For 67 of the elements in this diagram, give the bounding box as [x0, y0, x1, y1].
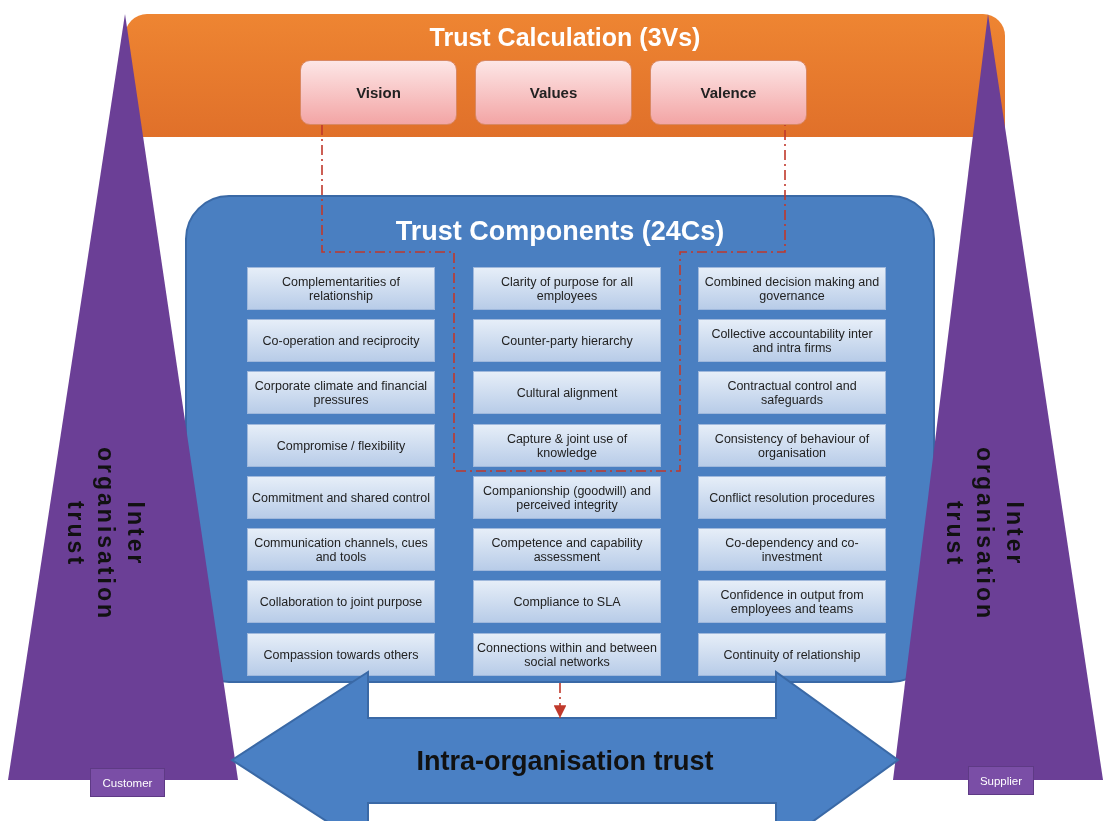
label: Counter-party hierarchy	[500, 332, 634, 350]
component-box	[698, 319, 886, 362]
components-panel	[185, 195, 935, 683]
party-tag	[90, 768, 165, 797]
label: Co-dependency and co-investment	[724, 534, 860, 566]
label: Confidence in output from employees and teams	[719, 586, 865, 618]
label: Compliance to SLA	[512, 593, 622, 611]
component-box	[473, 528, 661, 571]
component-box	[698, 476, 886, 519]
label: Companionship (goodwill) and perceived integrity	[481, 482, 653, 514]
component-box	[247, 319, 435, 362]
component-box	[698, 267, 886, 310]
component-box	[698, 424, 886, 467]
label: Compassion towards others	[262, 646, 420, 664]
component-box	[473, 267, 661, 310]
component-box	[247, 371, 435, 414]
component-box	[698, 580, 886, 623]
label: Cultural alignment	[515, 384, 619, 402]
dashed-line	[321, 124, 786, 472]
component-box	[473, 319, 661, 362]
label: Valence	[699, 83, 758, 103]
vertical-label: Inter organisation trust	[62, 447, 150, 621]
component-box	[698, 633, 886, 676]
label: Combined decision making and governance	[703, 273, 881, 305]
label: Connections within and between social networks	[476, 639, 658, 671]
label: Communication channels, cues and tools	[253, 534, 429, 566]
label: Supplier	[978, 773, 1024, 789]
label: Capture & joint use of knowledge	[505, 430, 629, 462]
label: Corporate climate and financial pressures	[253, 377, 429, 409]
heading: Trust Components (24Cs)	[394, 214, 726, 248]
label: Conflict resolution procedures	[708, 489, 876, 507]
component-box	[473, 633, 661, 676]
component-box	[247, 633, 435, 676]
component-box	[473, 476, 661, 519]
label: Competence and capability assessment	[490, 534, 644, 566]
component-box	[473, 424, 661, 467]
calculation-band	[125, 14, 1005, 137]
label: Co-operation and reciprocity	[261, 332, 421, 350]
label: Values	[528, 83, 579, 103]
heading: Trust Calculation (3Vs)	[428, 22, 702, 52]
label: Clarity of purpose for all employees	[500, 273, 634, 305]
dashed-arrow	[553, 682, 567, 719]
label: Consistency of behaviour of organisation	[713, 430, 871, 462]
component-box	[473, 371, 661, 414]
label: Contractual control and safeguards	[726, 377, 858, 409]
component-box	[247, 528, 435, 571]
component-box	[473, 580, 661, 623]
label: Collective accountability inter and intra firms	[710, 325, 874, 357]
component-box	[698, 528, 886, 571]
value-box	[475, 60, 632, 125]
vertical-label: Inter organisation trust	[941, 447, 1029, 621]
label: Collaboration to joint purpose	[258, 593, 424, 611]
value-box	[650, 60, 807, 125]
component-box	[247, 424, 435, 467]
component-box	[247, 580, 435, 623]
label: Intra-organisation trust	[415, 744, 715, 778]
component-box	[698, 371, 886, 414]
component-box	[247, 267, 435, 310]
party-tag	[968, 766, 1034, 795]
component-box	[247, 476, 435, 519]
value-box	[300, 60, 457, 125]
label: Continuity of relationship	[722, 646, 862, 664]
label: Complementarities of relationship	[280, 273, 402, 305]
label: Customer	[101, 775, 154, 791]
label: Compromise / flexibility	[275, 437, 407, 455]
label: Commitment and shared control	[251, 489, 431, 507]
label: Vision	[355, 83, 402, 103]
